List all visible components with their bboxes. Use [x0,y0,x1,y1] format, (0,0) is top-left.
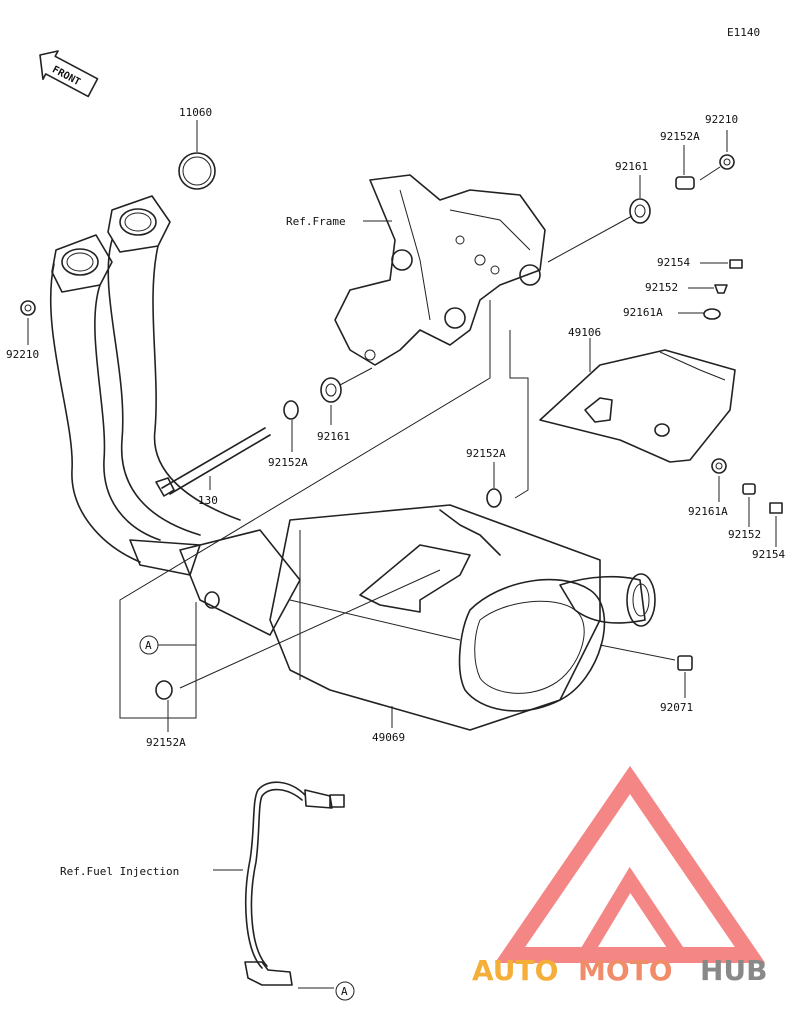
oxygen-sensor [213,781,345,989]
label-rubber-small-bottom: 92161A [688,505,728,518]
washer-bottom [155,680,173,732]
label-cover: 49106 [568,326,601,339]
logo-auto: AUTO [472,954,558,987]
label-nut-right: 92210 [705,113,738,126]
frame [334,174,546,366]
diagram-code: E1140 [727,26,760,39]
heat-cover [539,338,736,463]
nut-left [20,300,36,345]
automotohub-logo: AUTO MOTO HUB [472,765,768,987]
label-muffler: 49069 [372,731,405,744]
label-washer-center: 92152A [466,447,506,460]
callout-a-lower: A [335,981,355,1001]
label-washer-bottom: 92152A [146,736,186,749]
washer-center [486,462,502,508]
label-collar-small-bottom: 92152 [728,528,761,541]
label-bolt-small-top: 92154 [657,256,690,269]
logo-moto: MOTO [578,954,673,987]
label-washer-right-top: 92152A [660,130,700,143]
label-ref-fuel-injection: Ref.Fuel Injection [60,865,179,878]
logo-hub: HUB [700,954,768,987]
label-clamp: 92071 [660,701,693,714]
label-nut-left: 92210 [6,348,39,361]
label-rubber-small-top: 92161A [623,306,663,319]
label-bolt-small-bottom: 92154 [752,548,785,561]
header-pipes [49,195,301,636]
reference-lines [119,300,529,719]
label-collar-small-top: 92152 [645,281,678,294]
collector-washer [204,591,220,609]
gasket-ring [178,120,216,190]
front-arrow-icon: FRONT [39,50,99,98]
label-rubber-mid: 92161 [317,430,350,443]
clamp [599,644,693,698]
label-bolt-long: 130 [198,494,218,507]
right-upper-mount [547,130,735,263]
cover-fasteners-bottom [711,458,783,547]
muffler [269,504,656,731]
label-rubber-right-top: 92161 [615,160,648,173]
label-gasket-ring: 11060 [179,106,212,119]
label-ref-frame: Ref.Frame [286,215,346,228]
cover-fasteners-top [678,259,743,320]
svg-text:A: A [145,639,152,652]
bolt-mid-assembly [155,367,373,497]
callout-a-upper: A [139,635,196,655]
label-washer-mid: 92152A [268,456,308,469]
svg-text:A: A [341,985,348,998]
